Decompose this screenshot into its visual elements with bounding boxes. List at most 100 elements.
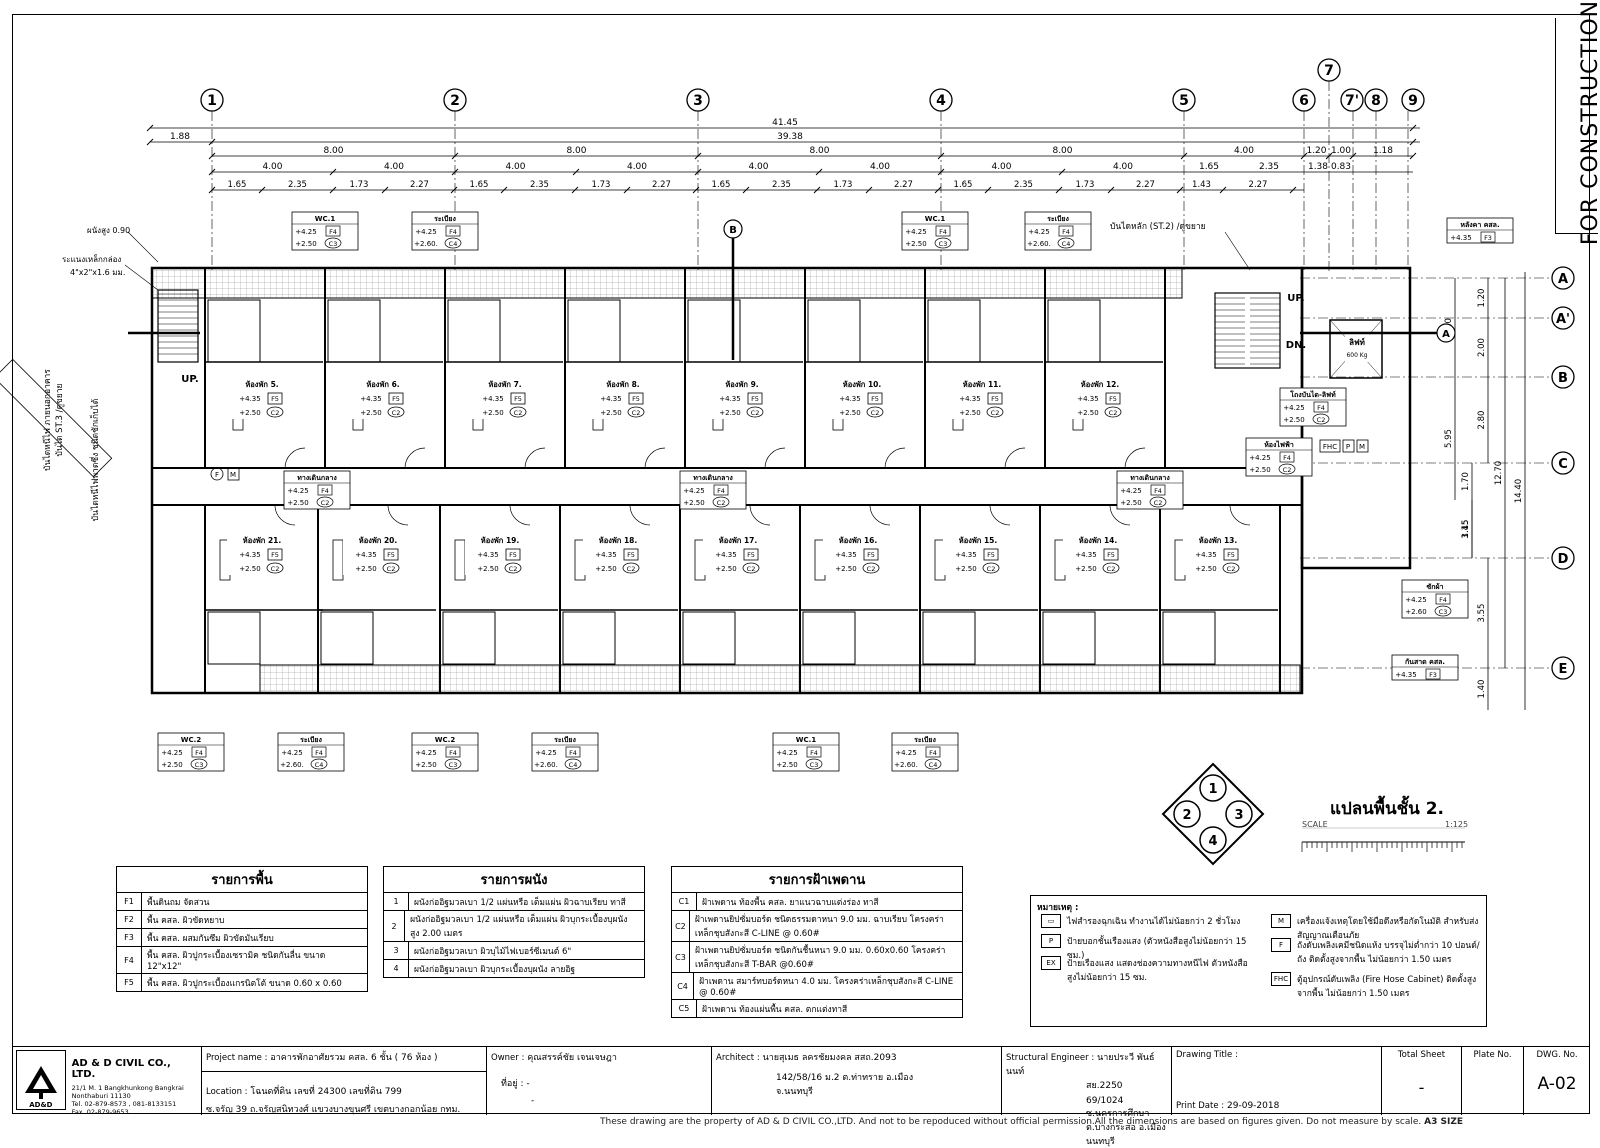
- dimension-value: 1.88: [170, 132, 190, 142]
- room-tag-name: ห้องพัก 7.: [488, 380, 521, 389]
- room-tag-bg: [1065, 381, 1135, 419]
- space-tag-box: [411, 732, 479, 772]
- dimension-value: 8.00: [323, 146, 343, 156]
- dimension-value: 4.00: [748, 162, 768, 172]
- space-tag-name: ระเบียง: [434, 215, 456, 223]
- dimension-value: 1.38: [1308, 162, 1328, 172]
- note-text: เครื่องแจ้งเหตุโดยใช้มือดึงหรือกัดโนมัติ…: [1297, 917, 1479, 941]
- wc-partition: [807, 299, 861, 363]
- room-tag-name: ห้องพัก 21.: [243, 536, 282, 545]
- door-swing-icon: [884, 447, 906, 469]
- space-tag-code-box: [806, 746, 822, 758]
- print-date-label: Print Date :: [1176, 1101, 1225, 1111]
- dimension-tick: [623, 186, 631, 194]
- space-tag-code-box: [445, 746, 461, 758]
- room-tag-ceiling-code: C2: [271, 409, 280, 417]
- dimension-value: 3.55: [1477, 604, 1487, 623]
- space-tag-ceiling-code: C3: [329, 240, 338, 248]
- architect-cell: Architect : นายสุเมธ ลครชัยมงคล สสถ.2093…: [712, 1047, 1002, 1115]
- space-tag-floor-code: F4: [315, 749, 323, 757]
- room-tag-ceiling-box: [986, 406, 1004, 418]
- dimension-value: 2.35: [1014, 180, 1033, 190]
- dimension-overall: 41.45: [772, 118, 798, 128]
- dimension-value: 1.73: [350, 180, 369, 190]
- dimension-value: 1.20: [1306, 146, 1326, 156]
- room-tag-ceiling-level: +2.50: [477, 565, 498, 573]
- space-tag-floor-code: F3: [1484, 234, 1492, 242]
- note-icon: ▭: [1041, 914, 1061, 928]
- corridor-tag-level: +4.25: [1120, 487, 1141, 495]
- room-tag-bg: [470, 381, 540, 419]
- floor-legend-code: F2: [117, 911, 142, 928]
- room-tag-ceiling-code: C2: [632, 409, 641, 417]
- door-swing-icon: [524, 447, 546, 469]
- room-tag-ceiling-box: [504, 562, 522, 574]
- architect-name: นายสุเมธ ลครชัยมงคล สสถ.2093: [762, 1053, 897, 1063]
- section-marker-b-label: B: [729, 225, 737, 236]
- room-tag-ceiling-level: +2.50: [1077, 409, 1098, 417]
- room-tag-floor-code: F5: [632, 395, 640, 403]
- project-name: อาคารพักอาศัยรวม คสล. 6 ชั้น ( 76 ห้อง ): [270, 1053, 438, 1063]
- room-tag-name: ห้องพัก 14.: [1079, 536, 1118, 545]
- space-tag-ceiling-code: C3: [810, 761, 819, 769]
- plate-no-label: Plate No.: [1473, 1050, 1512, 1060]
- room-tag-level: +4.35: [955, 551, 976, 559]
- leader-line: [127, 231, 159, 263]
- note-icon: P: [1041, 934, 1061, 948]
- annotation-wall-height: ผนังสูง 0.90: [87, 226, 130, 236]
- dimension-value: 2.00: [1477, 338, 1487, 357]
- room-tag-ceiling-level: +2.50: [715, 565, 736, 573]
- lift-label: ลิฟท์: [1349, 337, 1365, 347]
- engineer-addr-1: 69/1024 ซ.นครการศึกษา: [1086, 1096, 1150, 1119]
- dimension-value: 4.00: [870, 162, 890, 172]
- grid-label-col: 1: [207, 93, 217, 109]
- key-plan-outline: [1161, 762, 1265, 866]
- space-tag-code-box: [1435, 593, 1451, 605]
- wc-partition: [562, 611, 616, 665]
- floor-legend-text: พื้น คสล. ผิวปูกระเบื้องเซรามิค ชนิดกันล…: [146, 951, 326, 972]
- dimension-value: 1.43: [1192, 180, 1211, 190]
- space-tag-code-box: [1058, 225, 1074, 237]
- dimension-value: 4.00: [262, 162, 282, 172]
- ceiling-legend-text: ฝ้าเพดาน ท้องแผ่นพื้น คสล. ตกแต่งทาสี: [702, 1004, 848, 1015]
- room-tag-ceiling-level: +2.50: [719, 409, 740, 417]
- space-tag-floor-code: F4: [1439, 596, 1447, 604]
- room-tag-floor-code: F5: [271, 551, 279, 559]
- room-tag-ceiling-code: C2: [509, 565, 518, 573]
- stair-down-label: DN.: [1286, 340, 1306, 351]
- key-plan-circle: [1199, 826, 1227, 854]
- dimension-tick: [694, 168, 702, 176]
- note-item: ▭ไฟสำรองฉุกเฉิน ทำงานได้ไม่น้อยกว่า 2 ชั…: [1041, 914, 1251, 928]
- room-tag-level: +4.35: [239, 395, 260, 403]
- space-tag-ceiling-level: +2.50: [1283, 416, 1304, 424]
- room-tag-name: ห้องพัก 18.: [599, 536, 638, 545]
- dimension-tick: [1176, 186, 1184, 194]
- annotation-main-stair: บันไดหลัก (ST.2) /ดูขยาย: [1110, 221, 1206, 232]
- space-tag-code-box: [191, 746, 207, 758]
- space-tag-code-box: [325, 225, 341, 237]
- room-tag-bg: [703, 537, 773, 575]
- space-tag-ceiling-level: +2.60.: [280, 761, 304, 769]
- room-tag-floor-code: F5: [627, 551, 635, 559]
- space-tag-ceiling-level: +2.60.: [414, 240, 438, 248]
- p-label: P: [1346, 443, 1350, 451]
- dimension-tick: [813, 186, 821, 194]
- door-swing-icon: [1109, 504, 1131, 526]
- room-tag-ceiling-level: +2.50: [355, 565, 376, 573]
- ceiling-legend-code: C5: [672, 1000, 697, 1017]
- space-tag-ceiling-box: [324, 237, 342, 249]
- room-tag-level: +4.35: [355, 551, 376, 559]
- dimension-value: 2.35: [530, 180, 549, 190]
- logo-text: AD&D: [29, 1101, 53, 1109]
- corridor-tag-ceiling-box: [316, 496, 334, 508]
- grid-label-col: 7': [1345, 93, 1359, 109]
- engineer-license: สย.2250: [1086, 1081, 1123, 1091]
- floor-legend-text: พื้น คสล. ผิวปูกระเบื้องแกรนิตโต้ ขนาด 0…: [147, 978, 342, 989]
- dimension-value: 2.35: [288, 180, 307, 190]
